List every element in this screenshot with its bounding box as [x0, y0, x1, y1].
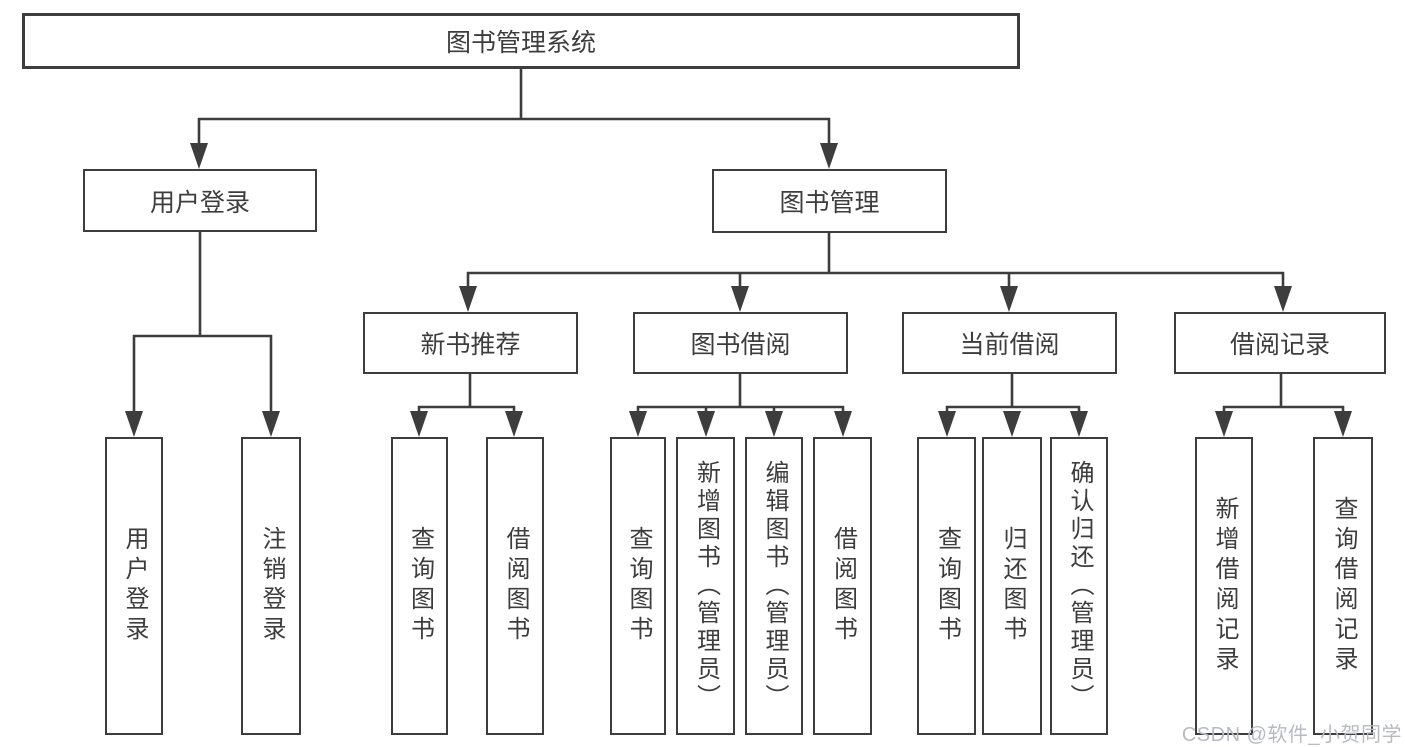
- node-new-book-recommend: 新书推荐: [363, 312, 578, 374]
- leaf-cb-return-books-label: 归还图书: [999, 526, 1026, 646]
- node-root-label: 图书管理系统: [445, 29, 596, 57]
- leaf-bb-query-books: 查询图书: [610, 437, 666, 735]
- leaf-bb-add-books-admin: 新增图书（管理员）: [676, 437, 735, 735]
- leaf-bb-borrow-books: 借阅图书: [813, 437, 872, 735]
- leaf-br-add-record-label: 新增借阅记录: [1211, 496, 1238, 676]
- leaf-nbr-query-books: 查询图书: [391, 437, 448, 735]
- leaf-cb-confirm-return-admin-label: 确认归还（管理员）: [1066, 460, 1093, 712]
- node-user-login: 用户登录: [83, 169, 317, 232]
- leaf-nbr-borrow-books-label: 借阅图书: [502, 526, 529, 646]
- node-book-borrowing: 图书借阅: [633, 312, 848, 374]
- node-borrowing-records: 借阅记录: [1174, 312, 1386, 374]
- leaf-br-query-record: 查询借阅记录: [1313, 437, 1373, 735]
- node-root: 图书管理系统: [22, 13, 1020, 69]
- leaf-logout: 注销登录: [241, 437, 301, 735]
- node-book-management: 图书管理: [712, 169, 947, 233]
- leaf-nbr-borrow-books: 借阅图书: [486, 437, 544, 735]
- node-current-borrowing: 当前借阅: [902, 312, 1117, 374]
- leaf-nbr-query-books-label: 查询图书: [406, 526, 434, 646]
- node-user-login-label: 用户登录: [149, 188, 250, 217]
- leaf-bb-borrow-books-label: 借阅图书: [829, 526, 857, 646]
- leaf-user-login-label: 用户登录: [121, 526, 148, 646]
- node-borrowing-records-label: 借阅记录: [1229, 331, 1330, 359]
- node-new-book-recommend-label: 新书推荐: [420, 331, 521, 359]
- leaf-br-query-record-label: 查询借阅记录: [1330, 496, 1357, 676]
- node-book-borrowing-label: 图书借阅: [690, 331, 791, 359]
- leaf-cb-confirm-return-admin: 确认归还（管理员）: [1050, 437, 1108, 735]
- leaf-cb-query-books-label: 查询图书: [933, 526, 961, 646]
- leaf-bb-edit-books-admin: 编辑图书（管理员）: [745, 437, 803, 735]
- leaf-cb-query-books: 查询图书: [917, 437, 976, 735]
- leaf-bb-edit-books-admin-label: 编辑图书（管理员）: [761, 460, 788, 712]
- node-book-management-label: 图书管理: [779, 189, 880, 217]
- csdn-watermark: CSDN @软件_小贺同学: [1181, 724, 1402, 746]
- leaf-logout-label: 注销登录: [258, 526, 285, 646]
- leaf-cb-return-books: 归还图书: [982, 437, 1042, 735]
- leaf-br-add-record: 新增借阅记录: [1195, 437, 1253, 735]
- leaf-bb-query-books-label: 查询图书: [625, 526, 652, 646]
- leaf-bb-add-books-admin-label: 新增图书（管理员）: [692, 460, 720, 712]
- leaf-user-login: 用户登录: [105, 437, 163, 735]
- node-current-borrowing-label: 当前借阅: [959, 331, 1060, 359]
